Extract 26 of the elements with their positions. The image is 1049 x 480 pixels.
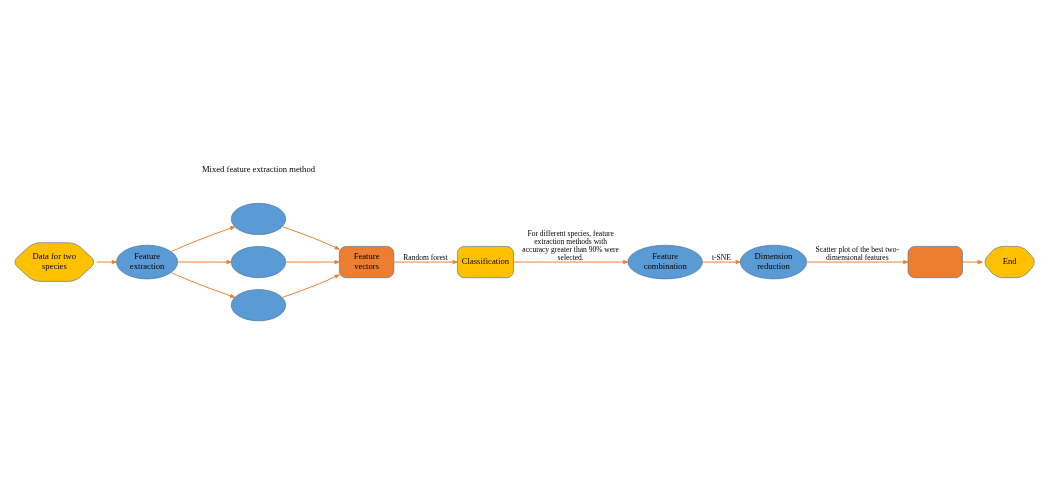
node-ellipse: Feature extraction	[116, 244, 178, 279]
edge-label: Random forest	[403, 252, 448, 262]
node-ellipse: Dimension reduction	[739, 244, 807, 279]
arrow	[285, 259, 340, 264]
arrow	[393, 259, 458, 264]
arrow	[702, 259, 741, 264]
arrow	[281, 225, 340, 250]
arrow	[962, 259, 983, 264]
edge-label: For different species, feature extraction methods with accuracy greater than 90% were selected.	[522, 228, 619, 262]
edge-label: Scatter plot of the best two-dimensional features	[815, 244, 900, 262]
arrow	[513, 259, 629, 264]
node-box	[907, 245, 963, 278]
node-ellipse: Data for two species	[14, 241, 94, 282]
edge-label: t-SNE	[712, 252, 731, 262]
node-ellipse	[230, 245, 287, 278]
node-box: Feature vectors	[339, 245, 395, 278]
arrow	[170, 271, 236, 298]
node-ellipse: End	[984, 245, 1035, 278]
arrow	[96, 259, 118, 264]
arrow	[281, 273, 340, 298]
node-box: Classification	[457, 245, 514, 278]
label: Mixed feature extraction method	[201, 163, 316, 174]
node-ellipse: Feature combination	[627, 244, 703, 279]
arrow	[170, 225, 236, 252]
arrow	[177, 259, 232, 264]
arrow	[806, 259, 909, 264]
